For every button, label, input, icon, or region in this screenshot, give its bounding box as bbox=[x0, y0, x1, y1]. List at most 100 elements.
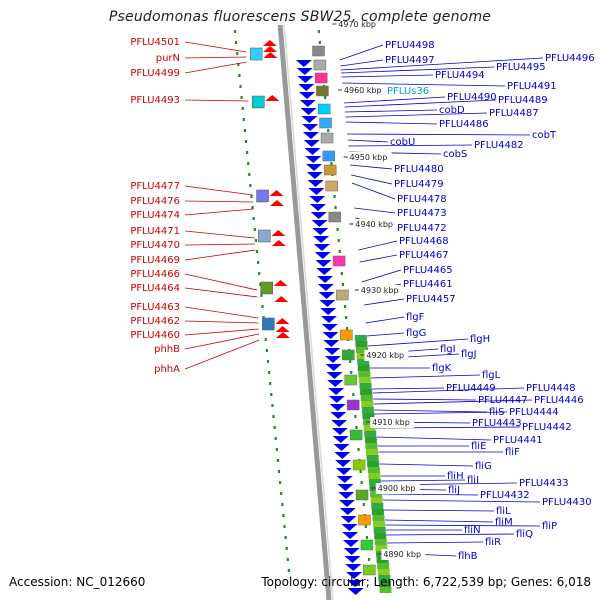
right-label-connector bbox=[376, 436, 492, 441]
forward-gene-arrow bbox=[263, 52, 278, 58]
reverse-gene-arrow bbox=[346, 580, 363, 587]
kbp-tick-bg bbox=[364, 350, 409, 361]
kbp-tick-bg bbox=[353, 219, 398, 230]
flagellar-gene-block bbox=[367, 467, 380, 473]
left-label-connector bbox=[184, 287, 258, 298]
right-label-connector bbox=[372, 387, 445, 390]
kbp-tick-bg bbox=[370, 417, 415, 428]
right-gene-label: fliI bbox=[467, 475, 479, 486]
flagellar-gene-block bbox=[356, 347, 369, 353]
left-label-connector bbox=[184, 243, 255, 246]
kbp-tick-bg bbox=[341, 85, 386, 96]
flagellar-gene-block bbox=[354, 335, 367, 341]
flagellar-gene-block bbox=[371, 509, 384, 515]
right-label-connector bbox=[348, 144, 473, 147]
kbp-tick-bg bbox=[347, 152, 392, 163]
forward-gene-arrow bbox=[274, 296, 289, 302]
reverse-gene-arrow bbox=[308, 188, 325, 195]
gene-block bbox=[317, 103, 331, 115]
reverse-gene-arrow bbox=[306, 164, 323, 171]
flagellar-gene-block bbox=[358, 371, 371, 377]
reverse-gene-arrow bbox=[295, 60, 312, 67]
right-gene-label: PFLU4490 bbox=[447, 92, 497, 103]
right-gene-label: PFLU4468 bbox=[399, 236, 449, 247]
reverse-gene-arrow bbox=[347, 588, 364, 595]
right-gene-label: PFLU4486 bbox=[439, 119, 489, 130]
flagellar-gene-block bbox=[368, 479, 381, 485]
right-label-connector bbox=[363, 298, 405, 306]
reverse-gene-arrow bbox=[313, 236, 330, 243]
forward-gene-arrow bbox=[269, 190, 284, 196]
left-label-connector bbox=[184, 333, 260, 350]
flagellar-gene-block bbox=[372, 515, 385, 521]
left-gene-label: PFLU4460 bbox=[130, 330, 180, 341]
right-label-connector bbox=[339, 44, 384, 61]
left-label-connector bbox=[184, 339, 260, 370]
right-gene-label: flhB bbox=[458, 551, 478, 562]
reverse-gene-arrow bbox=[331, 428, 348, 435]
reverse-gene-arrow bbox=[319, 300, 336, 307]
right-gene-label: PFLU4489 bbox=[498, 95, 548, 106]
right-gene-label: fliH bbox=[447, 471, 464, 482]
gene-block bbox=[342, 349, 355, 361]
label-connector-lines bbox=[184, 41, 544, 557]
right-gene-label: fliN bbox=[464, 525, 481, 536]
right-gene-label: PFLU4465 bbox=[403, 265, 453, 276]
right-gene-label: flgK bbox=[432, 363, 452, 374]
reverse-gene-arrow bbox=[320, 308, 337, 315]
right-label-connector bbox=[347, 133, 531, 136]
right-label-connector bbox=[374, 409, 488, 413]
right-gene-label: fliE bbox=[471, 441, 486, 452]
gene-block bbox=[360, 539, 374, 551]
reverse-gene-arrow bbox=[305, 156, 322, 163]
gene-block bbox=[336, 289, 349, 301]
reverse-gene-arrow bbox=[339, 508, 356, 515]
forward-gene-arrow bbox=[270, 200, 284, 206]
kbp-tick-bg bbox=[336, 19, 381, 30]
flagellar-gene-block bbox=[379, 587, 392, 593]
gene-block bbox=[355, 489, 369, 501]
right-gene-label: fliM bbox=[495, 517, 513, 528]
right-gene-label: PFLU4478 bbox=[397, 194, 447, 205]
gene-block bbox=[313, 59, 327, 71]
right-label-connector bbox=[344, 96, 446, 104]
right-gene-label: PFLU4430 bbox=[542, 497, 592, 508]
reverse-gene-arrow bbox=[332, 436, 349, 443]
right-label-connector bbox=[381, 479, 466, 482]
flagellar-gene-block bbox=[370, 497, 383, 503]
kbp-tick-bg bbox=[375, 483, 420, 494]
reverse-gene-arrow bbox=[324, 356, 341, 363]
flagellar-gene-block bbox=[366, 449, 379, 455]
right-label-connector bbox=[359, 254, 398, 263]
reverse-gene-arrow bbox=[309, 204, 326, 211]
kbp-tick-bg bbox=[381, 549, 426, 560]
right-gene-label: fliS bbox=[489, 407, 504, 418]
reverse-gene-arrow bbox=[338, 492, 355, 499]
reverse-gene-arrow bbox=[303, 140, 320, 147]
right-label-connector bbox=[366, 332, 405, 337]
gene-block bbox=[325, 180, 338, 192]
flagellar-gene-block bbox=[358, 377, 371, 383]
right-label-connector bbox=[351, 182, 396, 200]
right-label-connector bbox=[344, 99, 497, 108]
left-gene-label: PFLU4462 bbox=[130, 316, 180, 327]
forward-gene-arrow bbox=[271, 240, 286, 246]
flagellar-gene-block bbox=[377, 569, 390, 575]
reverse-gene-arrow bbox=[317, 284, 334, 291]
right-label-connector bbox=[385, 524, 541, 527]
reverse-gene-arrow bbox=[335, 460, 352, 467]
right-gene-label: fliR bbox=[485, 537, 501, 548]
reverse-gene-arrow bbox=[327, 380, 344, 387]
flagellar-gene-block bbox=[361, 407, 374, 413]
flagellar-gene-block bbox=[374, 539, 387, 545]
reverse-gene-arrow bbox=[309, 196, 326, 203]
reverse-gene-arrow bbox=[318, 292, 335, 299]
right-gene-label: cobT bbox=[532, 130, 557, 141]
left-gene-label: purN bbox=[156, 53, 180, 64]
reverse-gene-arrow bbox=[344, 556, 361, 563]
right-gene-label: fliG bbox=[475, 461, 492, 472]
map-title: Pseudomonas fluorescens SBW25, complete … bbox=[108, 9, 492, 25]
flagellar-gene-block bbox=[363, 425, 376, 431]
left-label-connector bbox=[184, 61, 247, 74]
forward-gene-block bbox=[249, 47, 263, 61]
